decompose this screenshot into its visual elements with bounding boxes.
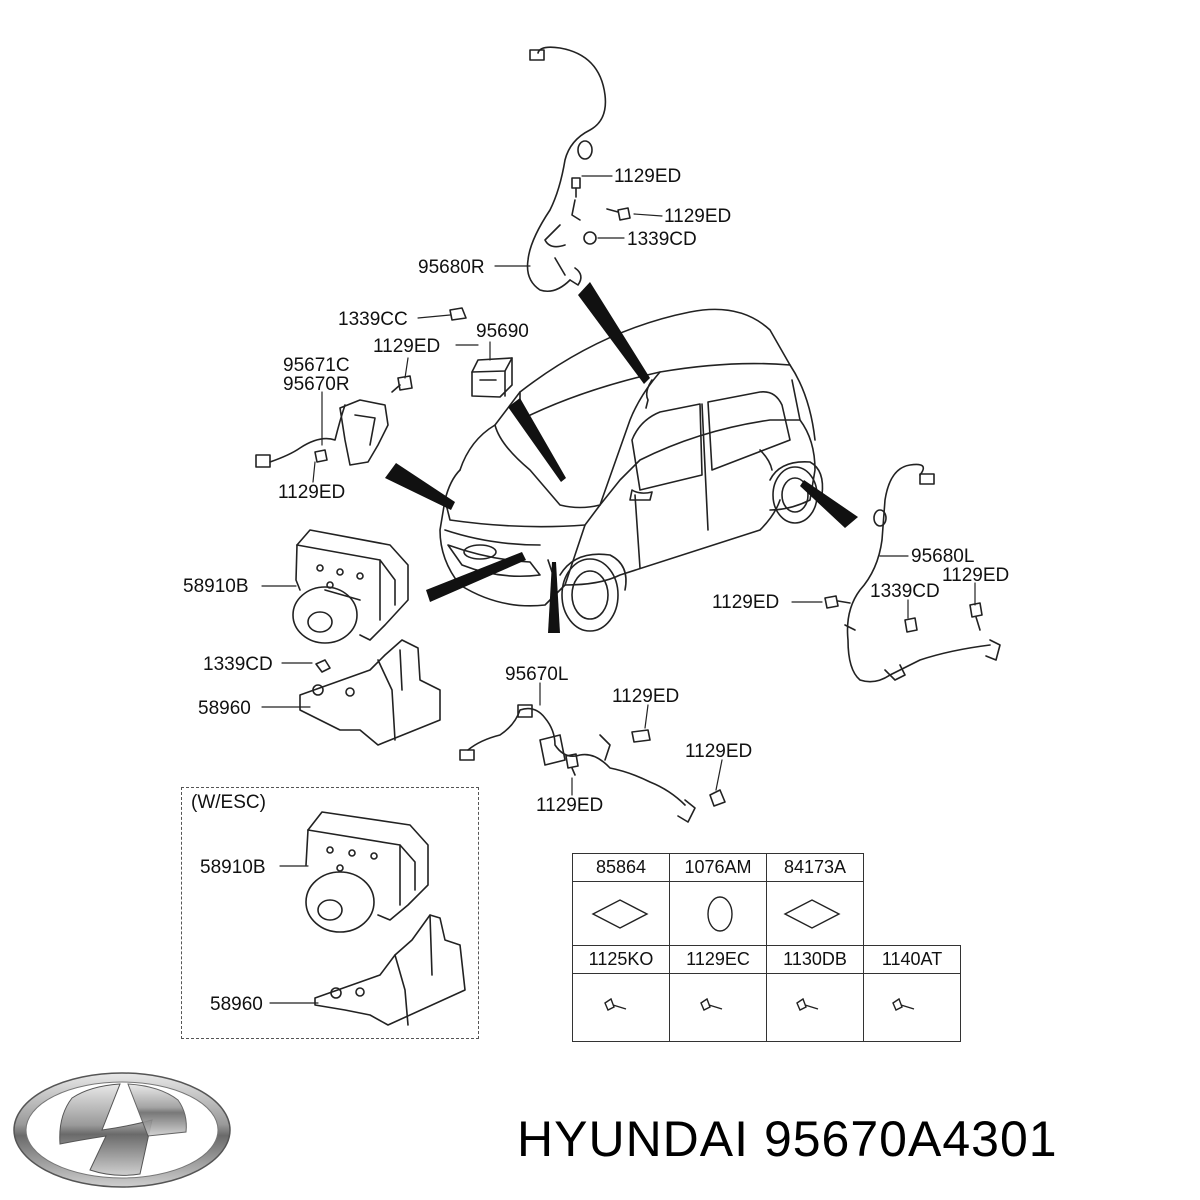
hecu-part [292, 529, 409, 644]
part-label: 95670R [283, 374, 350, 395]
table-picture-cell [669, 973, 767, 1042]
hyundai-logo-icon [13, 1072, 231, 1188]
part-label: 1129ED [664, 206, 732, 227]
part-label: 1129ED [712, 592, 780, 613]
callout-wedges [385, 282, 858, 633]
brand-part-number: HYUNDAI 95670A4301 [517, 1110, 1058, 1168]
part-label: 58960 [210, 994, 263, 1015]
part-label: 58910B [183, 576, 249, 597]
part-label: 95690 [476, 321, 529, 342]
table-picture-cell [572, 973, 670, 1042]
part-label: 1129ED [942, 565, 1010, 586]
part-label: 1339CD [627, 229, 697, 250]
part-label: 95671C [283, 355, 350, 376]
part-number: 95670A4301 [763, 1111, 1058, 1167]
part-label: 1339CD [203, 654, 273, 675]
vehicle-illustration [439, 308, 824, 632]
hecu-bracket-part [299, 639, 441, 746]
table-cell: 85864 [572, 853, 670, 882]
rear-left-sensor-part [824, 463, 1001, 683]
esc-variant-box [181, 787, 479, 1039]
part-label: 95680R [418, 257, 485, 278]
small-parts-table: 85864 1076AM 84173A 1125KO 1129EC 1130DB… [572, 853, 961, 1042]
table-picture-cell [572, 881, 670, 946]
front-left-sensor-part [459, 704, 726, 823]
part-label: 1129ED [373, 336, 441, 357]
table-cell: 84173A [766, 853, 864, 882]
part-label: 1129ED [278, 482, 346, 503]
part-label: 1129ED [614, 166, 682, 187]
part-label: 1339CD [870, 581, 940, 602]
part-label: 95670L [505, 664, 569, 685]
table-picture-cell [766, 973, 864, 1042]
esc-hecu-part [305, 811, 429, 933]
yaw-rate-module-part [449, 307, 513, 398]
part-label: 95680L [911, 546, 975, 567]
rear-right-sensor-part [526, 46, 631, 293]
table-picture-cell [669, 881, 767, 946]
front-right-sensor-part [255, 375, 413, 468]
table-cell: 1076AM [669, 853, 767, 882]
part-label: 58910B [200, 857, 266, 878]
leader-lines [261, 175, 976, 1004]
part-label: 1129ED [536, 795, 604, 816]
part-label: 1129ED [612, 686, 680, 707]
part-label: 58960 [198, 698, 251, 719]
table-picture-cell [766, 881, 864, 946]
table-cell: 1125KO [572, 945, 670, 974]
esc-bracket-part [314, 914, 466, 1026]
table-picture-cell [863, 973, 961, 1042]
table-cell: 1130DB [766, 945, 864, 974]
esc-box-title: (W/ESC) [191, 792, 266, 813]
table-cell: 1140AT [863, 945, 961, 974]
table-cell: 1129EC [669, 945, 767, 974]
brand-name: HYUNDAI [517, 1111, 750, 1167]
part-label: 1339CC [338, 309, 408, 330]
part-label: 1129ED [685, 741, 753, 762]
